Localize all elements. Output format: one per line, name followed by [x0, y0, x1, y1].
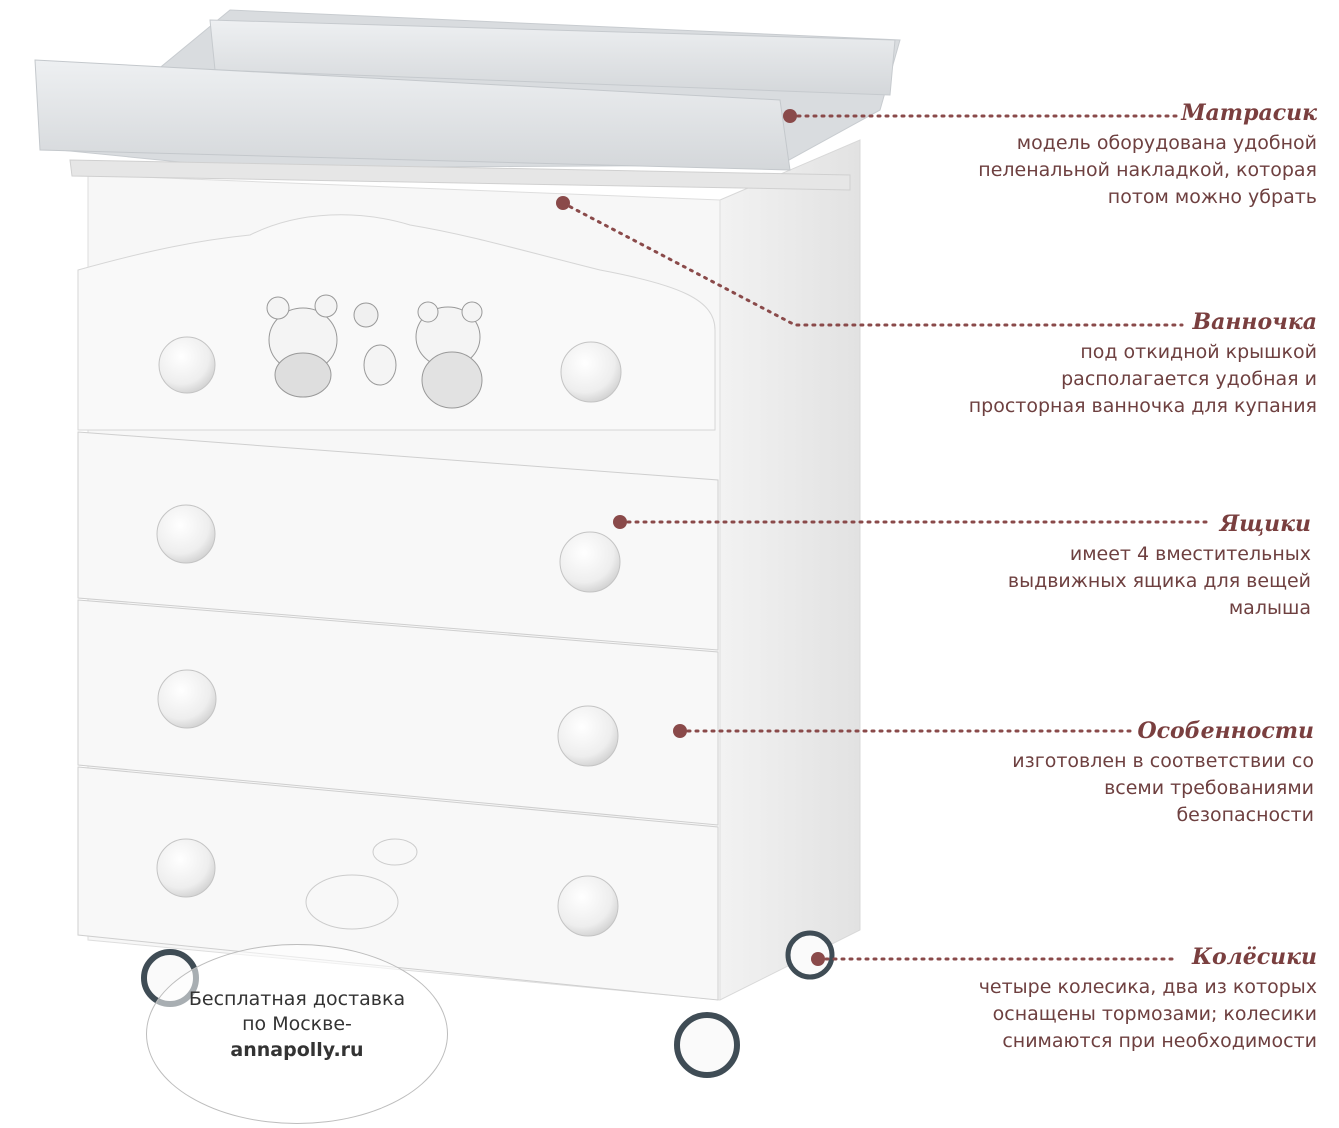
callout-bath: Ванночка под откидной крышкой располагае… [969, 309, 1317, 420]
callout-text: четыре колесика, два из которых [978, 976, 1317, 998]
drawer-2 [77, 599, 719, 826]
drawer-oval-mark [372, 838, 418, 866]
callout-text: всеми требованиями [1104, 777, 1314, 799]
callout-text: располагается удобная и [1061, 368, 1317, 390]
callout-drawers: Ящики имеет 4 вместительных выдвижных ящ… [1008, 511, 1311, 622]
callout-text: выдвижных ящика для вещей [1007, 570, 1311, 592]
changing-pad [34, 9, 901, 191]
callout-title: Ванночка [1192, 309, 1317, 335]
callout-text: снимаются при необходимости [1002, 1030, 1317, 1052]
delivery-badge: Бесплатная доставка по Москве- annapolly… [146, 944, 448, 1124]
callout-title: Особенности [1137, 718, 1314, 744]
callout-text: просторная ванночка для купания [968, 395, 1317, 417]
delivery-text: по Москве- [242, 1013, 352, 1035]
delivery-site-link[interactable]: annapolly.ru [230, 1039, 364, 1061]
top-front-panel [77, 214, 716, 431]
callout-text: под откидной крышкой [1080, 341, 1317, 363]
callout-text: безопасности [1176, 804, 1314, 826]
callout-text: малыша [1228, 597, 1311, 619]
callout-dots [556, 109, 825, 966]
callout-mattress: Матрасик модель оборудована удобной пеле… [978, 100, 1317, 211]
callout-text: оснащены тормозами; колесики [992, 1003, 1317, 1025]
bear-decal [266, 294, 483, 409]
drawer-knobs [156, 336, 622, 937]
callout-wheels: Колёсики четыре колесика, два из которых… [979, 944, 1317, 1055]
callout-connectors [561, 114, 1214, 961]
callout-title: Ящики [1219, 511, 1311, 537]
delivery-text: Бесплатная доставка [188, 988, 406, 1010]
callout-text: модель оборудована удобной [1016, 132, 1317, 154]
callout-text: потом можно убрать [1107, 186, 1317, 208]
drawer-3 [77, 766, 719, 1001]
callout-text: изготовлен в соответствии со [1012, 750, 1314, 772]
callout-title: Колёсики [1191, 944, 1317, 970]
callout-title: Матрасик [1181, 100, 1317, 126]
drawer-oval-mark [305, 874, 399, 930]
callout-text: имеет 4 вместительных [1069, 543, 1311, 565]
callout-text: пеленальной накладкой, которая [978, 159, 1317, 181]
drawer-1 [77, 431, 719, 651]
callout-features: Особенности изготовлен в соответствии со… [1012, 718, 1314, 829]
